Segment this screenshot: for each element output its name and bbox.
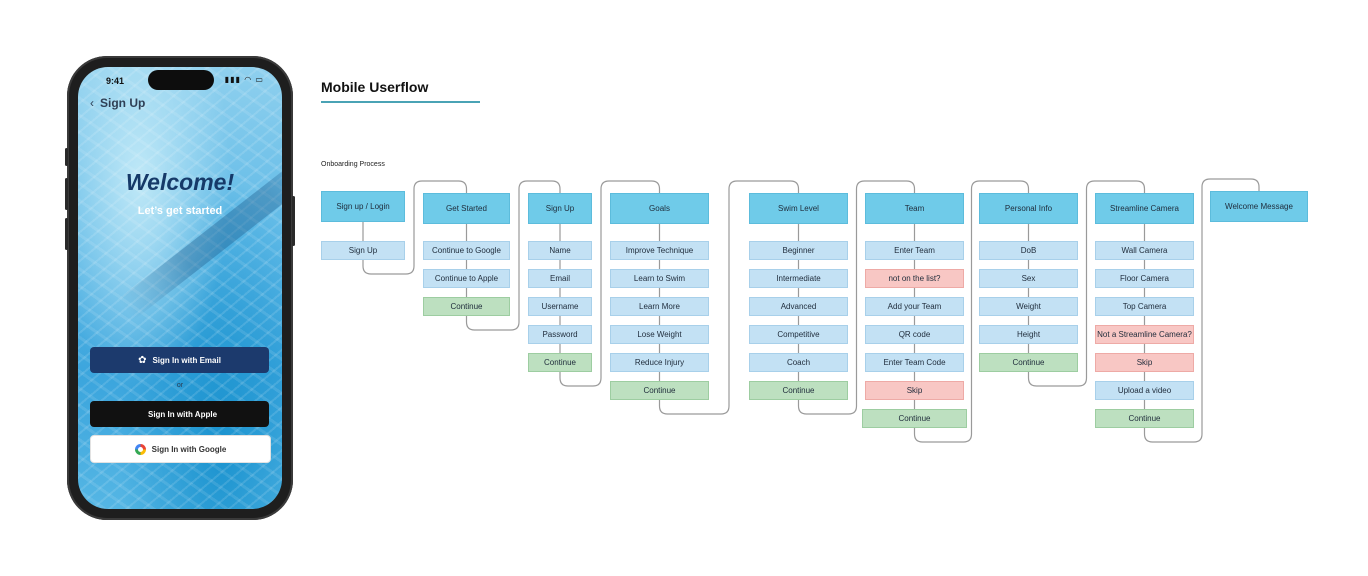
option-step-3-0: Improve Technique [610, 241, 709, 260]
option-step-5-4: Enter Team Code [865, 353, 964, 372]
sign-in-email-label: Sign In with Email [152, 355, 221, 365]
continue-step-3-5: Continue [610, 381, 709, 400]
option-step-4-4: Coach [749, 353, 848, 372]
connector-6-to-7 [1027, 180, 1146, 387]
option-step-3-4: Reduce Injury [610, 353, 709, 372]
alt-step-7-4: Skip [1095, 353, 1194, 372]
welcome-subtitle: Let’s get started [137, 205, 223, 217]
nav-bar: ‹ Sign Up [90, 96, 145, 110]
sign-in-apple-label: Sign In with Apple [147, 409, 218, 419]
section-label: Onboarding Process [321, 161, 385, 168]
phone-screen: 9:41 ▮▮▮ ◠ ▭ ‹ Sign Up Welcome! Let’s get… [78, 67, 282, 509]
title-underline [321, 101, 480, 103]
flower-logo-icon: ✿ [138, 354, 147, 366]
back-chevron-icon[interactable]: ‹ [90, 96, 94, 110]
step-header-7: Streamline Camera [1095, 193, 1194, 224]
connector-5-to-6 [913, 180, 1030, 443]
step-header-6: Personal Info [979, 193, 1078, 224]
option-step-7-1: Floor Camera [1095, 269, 1194, 288]
option-step-4-0: Beginner [749, 241, 848, 260]
dynamic-island [148, 70, 214, 90]
connector-4-to-5 [797, 180, 916, 415]
phone-volume-down-button [65, 218, 68, 250]
option-step-4-3: Competitive [749, 325, 848, 344]
option-step-3-3: Lose Weight [610, 325, 709, 344]
step-header-3: Goals [610, 193, 709, 224]
option-step-0-0: Sign Up [321, 241, 405, 260]
option-step-4-2: Advanced [749, 297, 848, 316]
step-header-2: Sign Up [528, 193, 592, 224]
phone-power-button [292, 196, 295, 246]
phone-action-button [65, 148, 68, 166]
option-step-7-5: Upload a video [1095, 381, 1194, 400]
option-step-5-0: Enter Team [865, 241, 964, 260]
alt-step-7-3: Not a Streamline Camera? [1095, 325, 1194, 344]
nav-title: Sign Up [100, 96, 146, 110]
option-step-2-1: Email [528, 269, 592, 288]
connector-3-to-4 [658, 180, 800, 415]
option-step-6-1: Sex [979, 269, 1078, 288]
option-step-6-3: Height [979, 325, 1078, 344]
option-step-2-0: Name [528, 241, 592, 260]
option-step-2-2: Username [528, 297, 592, 316]
connector-0-to-1 [362, 180, 468, 275]
connector-7-to-8 [1143, 178, 1260, 443]
sign-in-apple-button[interactable]: Sign In with Apple [90, 401, 269, 427]
continue-step-7-6: Continue [1095, 409, 1194, 428]
sign-in-google-label: Sign In with Google [151, 444, 227, 454]
option-step-2-3: Password [528, 325, 592, 344]
step-header-1: Get Started [423, 193, 510, 224]
continue-step-1-2: Continue [423, 297, 510, 316]
continue-step-5-6: Continue [862, 409, 967, 428]
step-header-0: Sign up / Login [321, 191, 405, 222]
connector-1-to-2 [465, 180, 561, 331]
status-time: 9:41 [106, 76, 125, 86]
option-step-6-0: DoB [979, 241, 1078, 260]
alt-step-5-5: Skip [865, 381, 964, 400]
option-step-3-2: Learn More [610, 297, 709, 316]
status-icons: ▮▮▮ ◠ ▭ [224, 75, 264, 84]
continue-step-4-5: Continue [749, 381, 848, 400]
welcome-heading: Welcome! [125, 169, 235, 195]
option-step-7-2: Top Camera [1095, 297, 1194, 316]
sign-in-email-button[interactable]: ✿ Sign In with Email [90, 347, 269, 373]
continue-step-2-4: Continue [528, 353, 592, 372]
option-step-6-2: Weight [979, 297, 1078, 316]
option-step-4-1: Intermediate [749, 269, 848, 288]
option-step-7-0: Wall Camera [1095, 241, 1194, 260]
sign-in-google-button[interactable]: Sign In with Google [90, 435, 271, 463]
alt-step-5-1: not on the list? [865, 269, 964, 288]
option-step-5-2: Add your Team [865, 297, 964, 316]
option-step-1-1: Continue to Apple [423, 269, 510, 288]
connector-2-to-3 [559, 180, 661, 387]
step-header-8: Welcome Message [1210, 191, 1308, 222]
google-icon [134, 443, 146, 455]
phone-mockup: 9:41 ▮▮▮ ◠ ▭ ‹ Sign Up Welcome! Let’s get… [65, 56, 295, 520]
phone-volume-up-button [65, 178, 68, 210]
option-step-5-3: QR code [865, 325, 964, 344]
continue-step-6-4: Continue [979, 353, 1078, 372]
step-header-4: Swim Level [749, 193, 848, 224]
option-step-1-0: Continue to Google [423, 241, 510, 260]
option-step-3-1: Learn to Swim [610, 269, 709, 288]
page-title: Mobile Userflow [321, 79, 429, 95]
or-divider: or [176, 382, 184, 389]
step-header-5: Team [865, 193, 964, 224]
